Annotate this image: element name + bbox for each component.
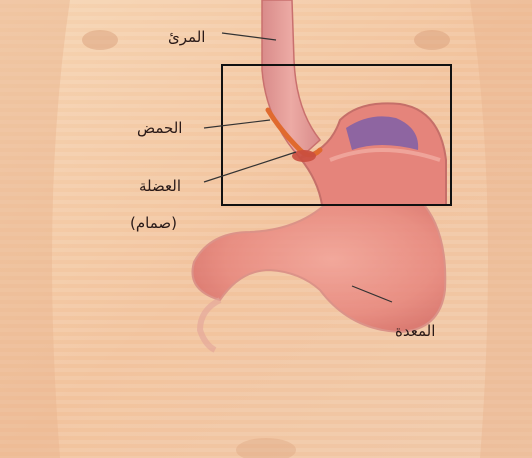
label-acid: الحمض	[137, 121, 182, 136]
label-esophagus: المرئ	[168, 30, 205, 45]
label-valve: (صمام)	[130, 216, 177, 231]
label-muscle: العضلة	[139, 179, 181, 194]
label-stomach: المعدة	[395, 324, 435, 339]
